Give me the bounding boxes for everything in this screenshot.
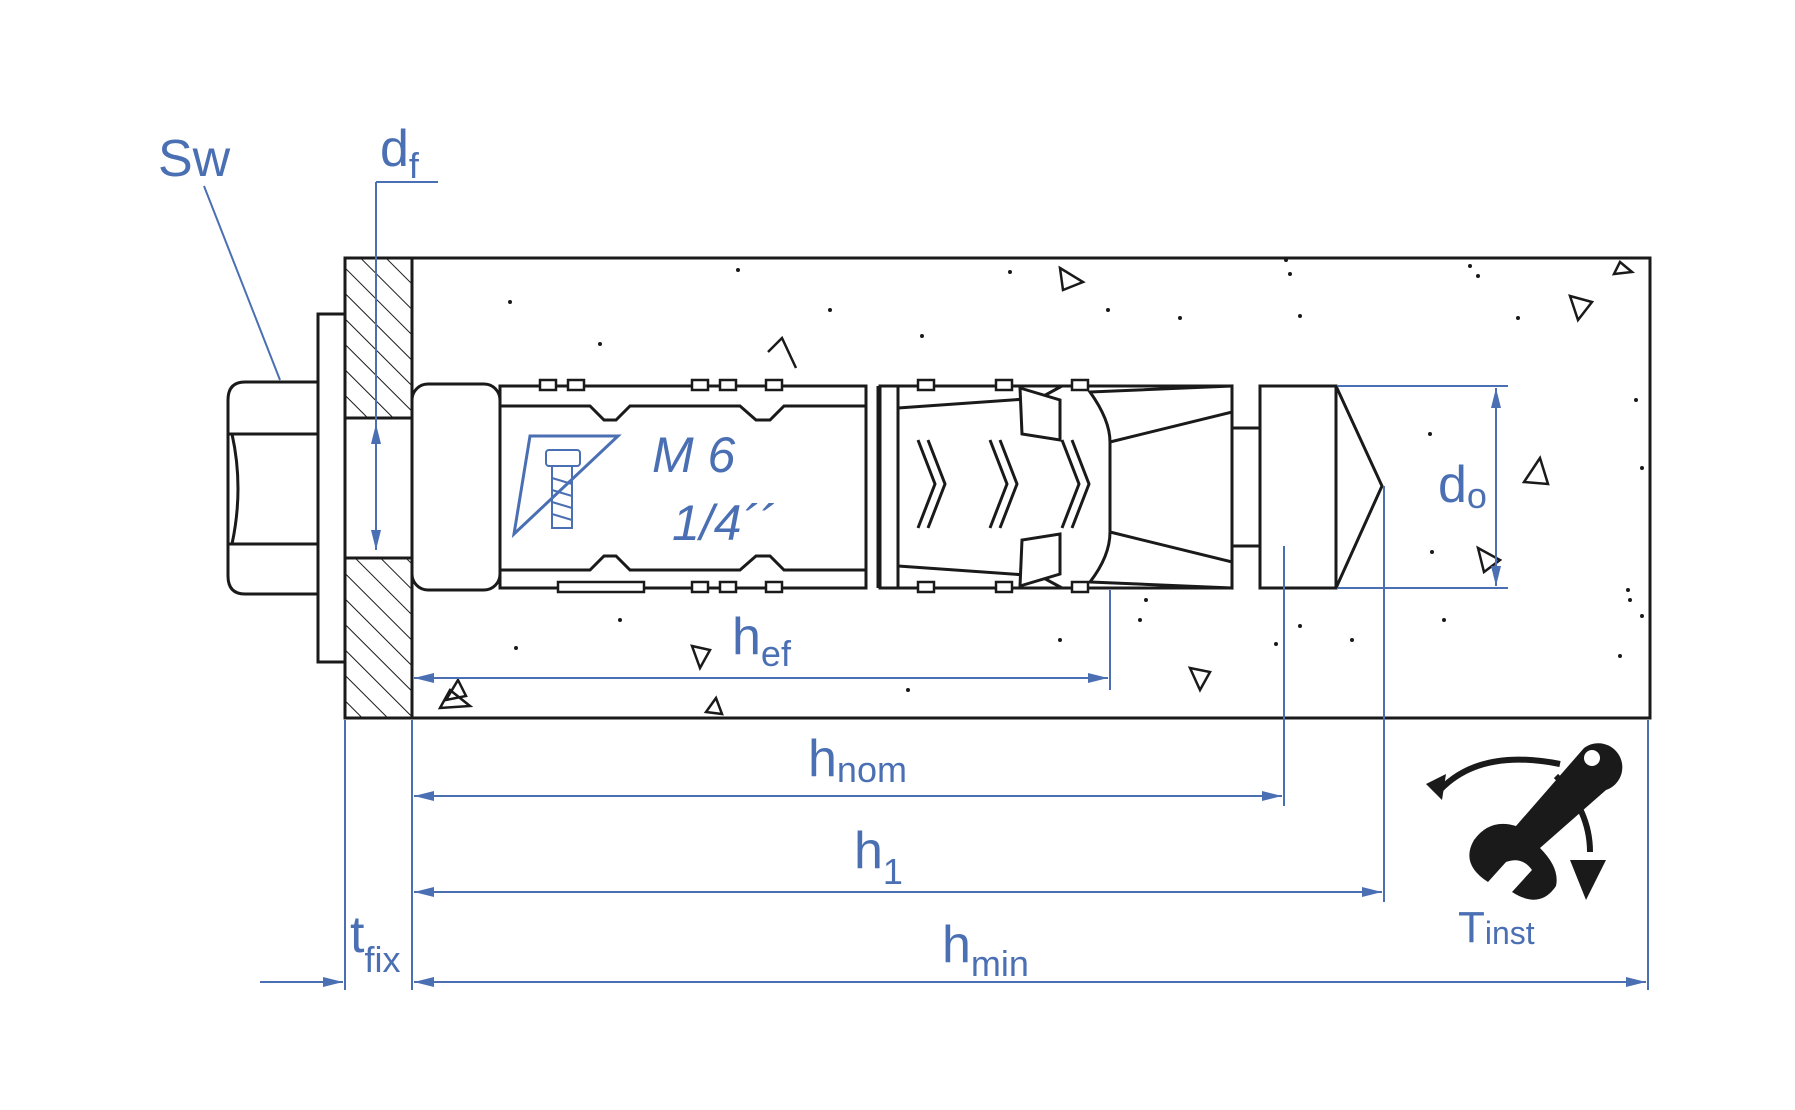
svg-text:h1: h1 (854, 822, 903, 892)
hef-dimension: hef (414, 590, 1111, 690)
svg-text:do: do (1438, 456, 1487, 516)
df-dimension: df (371, 120, 438, 550)
marking-inch: 1/4´´ (672, 495, 775, 551)
do-dimension: do (1338, 385, 1508, 589)
svg-text:Sw: Sw (158, 130, 231, 188)
svg-text:hef: hef (732, 608, 792, 674)
marking-size: M 6 (652, 427, 736, 483)
svg-text:hmin: hmin (942, 916, 1029, 984)
hnom-dimension: hnom (414, 546, 1285, 806)
wrench-torque-icon (1426, 743, 1623, 900)
svg-text:df: df (380, 120, 420, 186)
svg-text:hnom: hnom (808, 730, 907, 790)
fixture-plate (343, 256, 414, 720)
hmin-dimension: hmin (344, 720, 1649, 990)
sw-label: Sw (158, 130, 281, 381)
concrete-aggregate (437, 260, 1636, 716)
anchor-bolt (410, 378, 1384, 594)
concrete-dots (508, 258, 1644, 692)
hex-nut (226, 380, 320, 596)
washer (316, 312, 347, 664)
tfix-dimension: tfix (260, 906, 400, 987)
bolt-logo-icon (511, 434, 622, 539)
svg-text:tfix: tfix (350, 906, 400, 980)
tinst-label: Tinst (1458, 903, 1535, 952)
h1-dimension: h1 (414, 486, 1385, 902)
